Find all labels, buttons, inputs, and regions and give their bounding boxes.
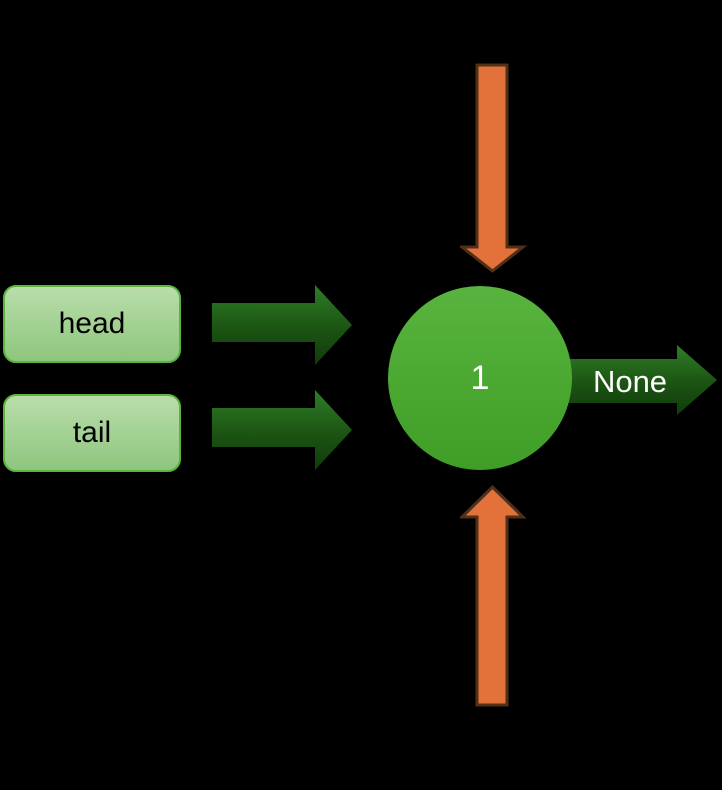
tail-pointer-box: tail: [3, 394, 181, 472]
head-pointer-box: head: [3, 285, 181, 363]
up-arrow-icon: [460, 485, 527, 707]
next-pointer-label: None: [592, 363, 668, 399]
down-arrow-icon: [460, 63, 527, 273]
node-circle: 1: [388, 286, 572, 470]
tail-pointer-label: tail: [72, 416, 112, 449]
next-right-arrow-icon: [568, 345, 717, 415]
head-right-arrow-icon: [212, 285, 352, 365]
head-pointer-label: head: [58, 307, 126, 340]
node-value: 1: [470, 358, 490, 397]
tail-right-arrow-icon: [212, 390, 352, 470]
